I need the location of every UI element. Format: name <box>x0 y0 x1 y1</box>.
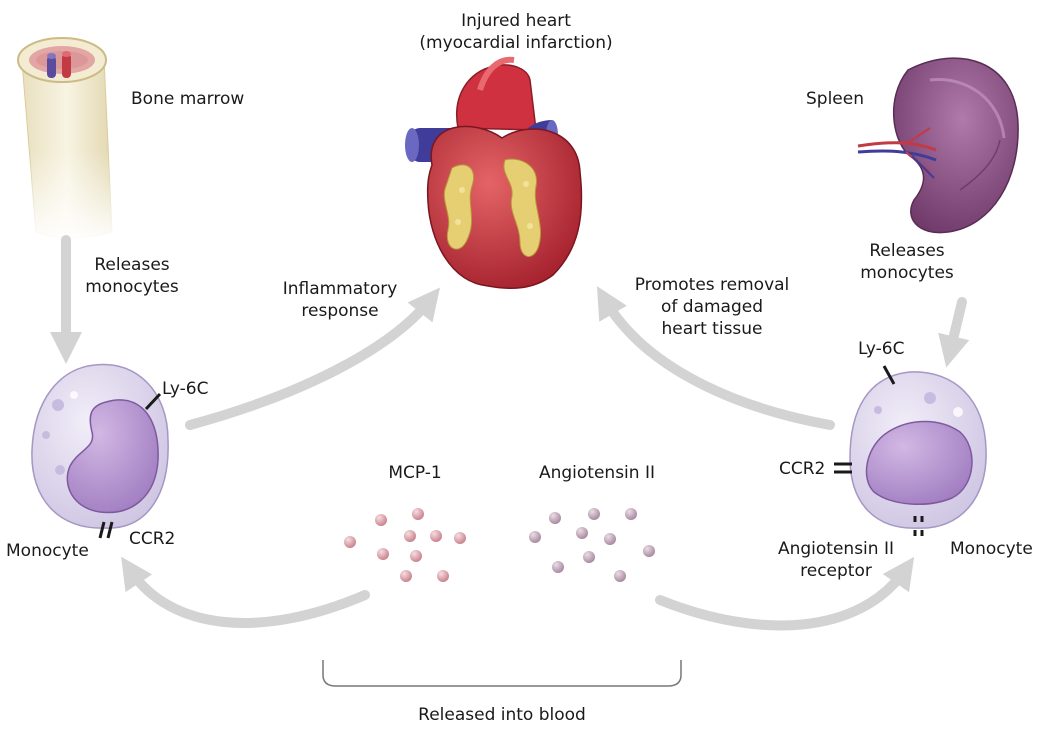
removal-line2: of damaged <box>660 297 764 317</box>
bone-marrow-illustration <box>17 37 116 245</box>
right-release-line1: Releases <box>869 241 945 261</box>
ly6c-label-left: Ly-6C <box>162 379 209 399</box>
inflammatory-line1: Inflammatory <box>282 279 398 299</box>
ly6c-marker-right <box>882 365 896 385</box>
heart-label-line2: (myocardial infarction) <box>419 33 613 53</box>
angiotensin-label: Angiotensin II <box>538 463 655 483</box>
left-release-line1: Releases <box>94 255 170 275</box>
arrow-spleen-to-monocyte <box>938 297 970 368</box>
left-monocyte-cell <box>31 363 169 539</box>
spleen-illustration <box>857 57 1019 234</box>
arrow-tissue-removal <box>596 286 835 430</box>
monocyte-label-right: Monocyte <box>950 539 1033 559</box>
receptor-line1: Angiotensin II <box>777 539 894 559</box>
ccr2-label-right: CCR2 <box>779 459 826 479</box>
arrow-inflammatory-response <box>185 287 441 430</box>
arrow-mcp1-to-monocyte <box>121 556 370 628</box>
ly6c-label-right: Ly-6C <box>858 339 905 359</box>
receptor-line2: receptor <box>800 561 872 581</box>
ly6c-marker-left <box>144 392 162 411</box>
heart-label: Injured heart (myocardial infarction) <box>396 10 636 54</box>
heart-illustration <box>405 56 583 290</box>
right-release-line2: monocytes <box>860 263 954 283</box>
tissue-removal-label: Promotes removal of damaged heart tissue <box>632 274 792 340</box>
ccr2-marker-left <box>98 521 114 539</box>
ccr2-marker-right <box>834 462 852 474</box>
blood-bracket <box>322 660 682 687</box>
heart-label-line1: Injured heart <box>461 11 571 31</box>
right-monocyte-cell <box>834 365 987 536</box>
angiotensin-receptor-label: Angiotensin II receptor <box>766 538 906 582</box>
monocyte-label-left: Monocyte <box>6 541 89 561</box>
mcp1-molecules <box>344 508 466 582</box>
inflammatory-response-label: Inflammatory response <box>275 278 405 322</box>
angiotensin-receptor-marker <box>913 516 924 536</box>
inflammatory-line2: response <box>301 301 379 321</box>
spleen-label: Spleen <box>806 89 864 109</box>
bone-marrow-label: Bone marrow <box>131 89 245 109</box>
removal-line1: Promotes removal <box>634 275 790 295</box>
angiotensin-molecules <box>529 508 655 582</box>
right-release-label: Releases monocytes <box>857 240 957 284</box>
left-release-line2: monocytes <box>85 277 179 297</box>
released-into-blood-label: Released into blood <box>418 705 586 725</box>
mcp1-label: MCP-1 <box>388 463 442 483</box>
arrow-angiotensin-to-monocyte <box>655 556 915 631</box>
removal-line3: heart tissue <box>661 319 763 339</box>
ccr2-label-left: CCR2 <box>129 529 176 549</box>
arrows <box>49 235 970 631</box>
left-release-label: Releases monocytes <box>82 254 182 298</box>
